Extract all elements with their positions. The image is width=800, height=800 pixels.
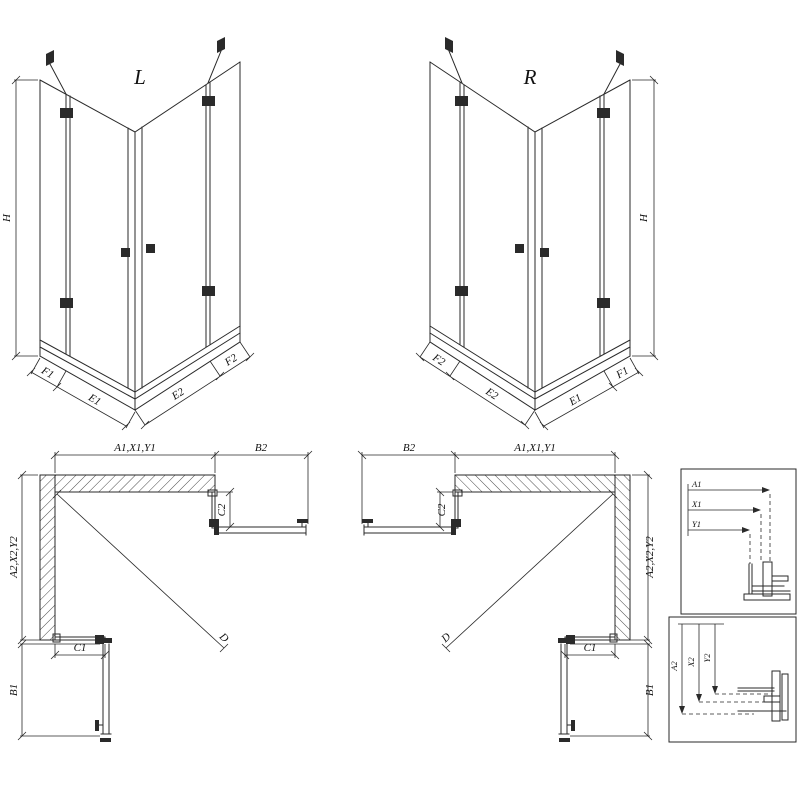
dim-label-x1: X1: [691, 499, 701, 509]
dim-label-x2: X2: [686, 657, 696, 668]
front-linework: [11, 37, 255, 431]
dim-label-e1: E1: [85, 391, 102, 408]
dim-label-width-main: A1,X1,Y1: [113, 442, 156, 454]
plan-linework: [17, 450, 313, 742]
dim-label-h: H: [638, 213, 650, 223]
support-bars: [49, 50, 222, 95]
door1-handle: [297, 519, 308, 523]
door-handles: [121, 244, 155, 257]
door2-hinge: [95, 635, 104, 644]
dim-label-c1: C1: [74, 642, 87, 654]
dim-label-y1: Y1: [692, 519, 701, 529]
dim-label-depth-main: A2,X2,Y2: [8, 536, 20, 579]
dim-label-e2: E2: [169, 386, 187, 404]
dim-label-c2: C2: [436, 503, 448, 516]
front-view-right: R H F1 E1 E2 F2: [415, 36, 659, 431]
dimension-a2: [17, 470, 53, 645]
wall-profile-left: [52, 633, 61, 643]
detail-frame: [668, 616, 797, 743]
wall-profile-top: [207, 489, 218, 497]
reference-dashed-lines: [749, 494, 771, 564]
detail-frame: [680, 468, 797, 615]
dimension-b1: [17, 639, 100, 741]
dim-label-a2: A2: [669, 661, 679, 672]
glass-panel-outline: [39, 61, 241, 411]
arrowheads: [742, 487, 770, 533]
arrowheads: [679, 686, 718, 714]
dim-label-f1: F1: [38, 364, 55, 381]
corner-profile-detail: [737, 670, 789, 722]
mirrored-plan-linework: [357, 450, 653, 743]
open-door-2: [100, 643, 112, 735]
dim-label-depth-door: B1: [8, 684, 20, 696]
reference-lines: [681, 624, 716, 706]
dimension-bottom-left-chain: [26, 357, 136, 431]
dim-label-e1: E1: [566, 392, 583, 409]
corner-profile-detail: [743, 561, 791, 601]
door2-pivot: [100, 638, 112, 643]
detail-horizontal-dims: A1 X1 Y1: [680, 468, 797, 615]
dim-label-f2: F2: [430, 351, 448, 369]
dim-label-f1: F1: [613, 365, 630, 382]
door2-foot: [100, 738, 111, 742]
door1-pivot: [214, 523, 219, 535]
panel-divider-profiles: [65, 81, 211, 389]
dimension-c1: [50, 644, 110, 660]
plan-view-right: A1,X1,Y1 B2 A2,X2,Y2 B1 C1 C2 D: [357, 442, 656, 743]
door2-handle: [95, 720, 99, 731]
dim-label-e2: E2: [483, 385, 501, 403]
dim-label-width-door: B2: [255, 442, 268, 454]
reference-lines: [688, 489, 762, 531]
dim-label-y2: Y2: [702, 653, 712, 663]
dim-label-f2: F2: [222, 352, 240, 370]
dim-label-width-door: B2: [403, 442, 416, 454]
dimension-a1: [50, 450, 220, 473]
variant-label-r: R: [523, 65, 537, 89]
plan-view-left: A1,X1,Y1 B2 A2,X2,Y2 B1 C1 C2 D: [8, 442, 313, 742]
dimension-bottom-right-chain: [134, 341, 255, 430]
dimension-c2: [217, 487, 235, 532]
reference-dashed-lines: [682, 693, 772, 715]
dimension-b2: [215, 450, 313, 524]
dim-label-c2: C2: [216, 503, 228, 516]
variant-label-l: L: [133, 65, 146, 89]
dim-label-a1: A1: [691, 479, 701, 489]
dimension-h-lines: [11, 75, 38, 361]
dim-label-width-main: A1,X1,Y1: [513, 442, 556, 454]
detail-vertical-dims: A2 X2 Y2: [668, 616, 797, 743]
dim-label-c1: C1: [584, 642, 597, 654]
door-hinges: [60, 96, 215, 308]
dim-label-h: H: [1, 213, 13, 223]
open-door-1: [217, 524, 307, 536]
dimension-d: [52, 489, 229, 653]
wall-top: [54, 474, 216, 493]
wall-bracket-left: [46, 50, 54, 66]
wall-left: [39, 474, 56, 641]
wall-bracket-right: [217, 37, 225, 53]
dim-label-depth-main: A2,X2,Y2: [644, 536, 656, 579]
front-view-left: L H F1 E1 E2 F2: [1, 37, 255, 431]
dim-label-depth-door: B1: [644, 684, 656, 696]
